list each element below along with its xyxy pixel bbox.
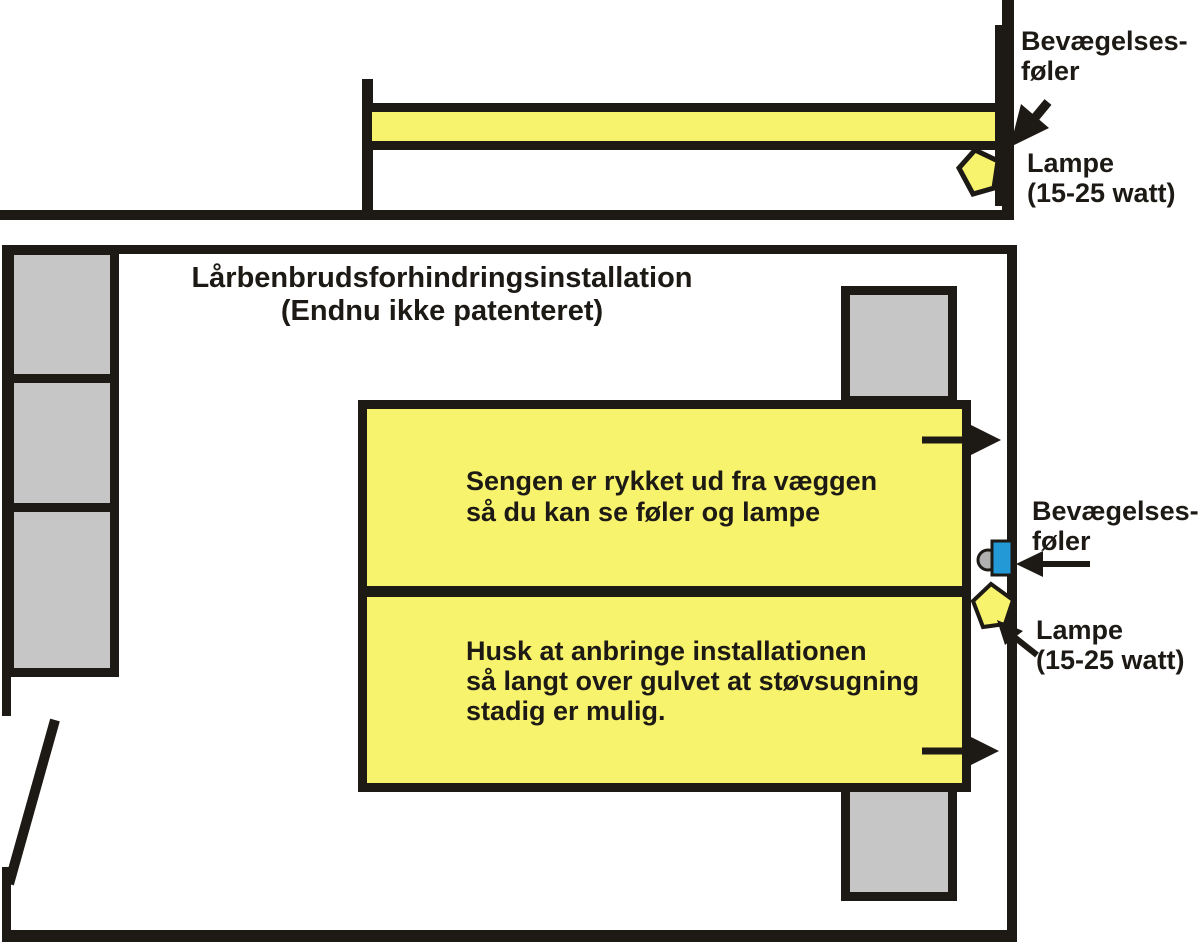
bed-note-bottom: Husk at anbringe installationen så langt… [466,636,919,726]
plan-view [2,245,1090,942]
lamp-pointer-arrow-shaft-plan [1011,633,1039,658]
side-wall [1002,0,1014,220]
motion-sensor-icon [990,539,1014,577]
plan-lamp-label-line1: Lampe [1036,615,1124,645]
diagram-title-line1: Lårbenbrudsforhindringsinstallation [191,262,693,294]
plan-lamp-label: Lampe (15-25 watt) [1036,615,1185,675]
bedside-table-bottom [850,792,948,892]
wardrobe-shelf-1 [14,255,110,374]
lamp-icon-side [955,146,1001,197]
plan-sensor-label-line1: Bevægelses- [1032,496,1199,526]
bed-to-wall-arrow-bottom-head [969,736,999,766]
bed-note-top: Sengen er rykket ud fra væggen så du kan… [466,466,877,528]
plan-lamp-label-line2: (15-25 watt) [1036,645,1185,675]
diagram-title: Lårbenbrudsforhindringsinstallation (End… [142,262,742,328]
side-sensor-label-line2: føler [1021,56,1080,86]
door-leaf [4,718,60,886]
bed-plan-divider [358,586,971,597]
lamp-pointer-arrow-head-plan [997,620,1023,645]
side-lamp-label: Lampe (15-25 watt) [1027,148,1176,208]
bed-note-bottom-line3: stadig er mulig. [466,696,666,726]
plan-sensor-label-line2: føler [1032,526,1091,556]
bed-note-top-line2: så du kan se føler og lampe [466,497,821,527]
sensor-pointer-arrow-head-plan [1016,551,1043,577]
side-lamp-label-line1: Lampe [1027,148,1115,178]
mount-rail [995,25,1002,206]
bed-to-wall-arrow-top-head [971,425,1001,455]
sensor-pointer-arrow-head-side [1010,104,1049,147]
bedside-table-top [850,295,948,396]
side-view [0,0,1052,220]
lamp-icon-plan [970,581,1016,630]
room-wall-left-lower [2,867,11,942]
wardrobe-shelf-2 [14,383,110,503]
bed-side-mattress [372,112,995,141]
side-sensor-label: Bevægelses- føler [1021,26,1188,86]
side-sensor-label-line1: Bevægelses- [1021,26,1188,56]
room-wall-right [1007,245,1017,942]
mount-rail-bottom-cap [995,199,1009,205]
bed-note-bottom-line1: Husk at anbringe installationen [466,636,867,666]
bed-note-bottom-line2: så langt over gulvet at støvsugning [466,666,920,696]
bed-note-top-line1: Sengen er rykket ud fra væggen [466,466,878,496]
room-wall-bottom [2,930,1017,942]
bed-headboard-side [362,79,373,211]
diagram-title-line2: (Endnu ikke patenteret) [280,295,604,327]
side-floor-line [0,210,1013,220]
plan-sensor-label: Bevægelses- føler [1032,496,1199,556]
side-lamp-label-line2: (15-25 watt) [1027,178,1176,208]
wardrobe-shelf-3 [14,512,110,668]
room-wall-top [2,245,1017,254]
